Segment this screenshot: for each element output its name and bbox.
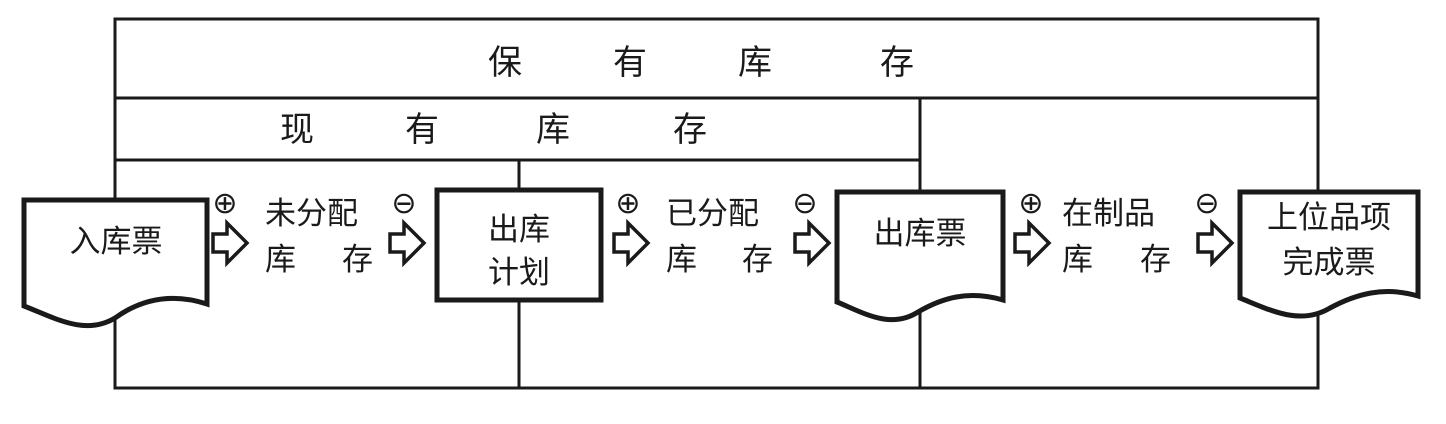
arrow-right-icon bbox=[1013, 221, 1051, 265]
arrow-right-icon bbox=[211, 221, 249, 265]
stock-unallocated-char-2: 存 bbox=[342, 242, 373, 278]
document-parent-complete-line-2: 完成票 bbox=[1283, 245, 1376, 281]
plus-icon: ⊕ bbox=[1018, 186, 1043, 221]
minus-icon: ⊖ bbox=[391, 186, 416, 221]
document-issue: 出库票 bbox=[834, 189, 1006, 323]
header-sub-char-1: 现 bbox=[280, 110, 314, 150]
document-receipt-label: 入库票 bbox=[70, 224, 163, 260]
stock-allocated-char-2: 存 bbox=[742, 242, 773, 278]
plan-box: 出库 计划 bbox=[434, 187, 604, 303]
arrow-right-icon bbox=[612, 221, 650, 265]
header-top-char-2: 有 bbox=[613, 43, 647, 83]
header-top-char-3: 库 bbox=[738, 43, 772, 83]
document-parent-complete-line-1: 上位品项 bbox=[1267, 200, 1391, 236]
stock-allocated: 已分配 库 存 bbox=[666, 196, 773, 278]
signs: ⊕ ⊖ ⊕ ⊖ ⊕ ⊖ bbox=[212, 186, 1219, 221]
header-top: 保 有 库 存 bbox=[488, 43, 914, 83]
stock-wip-line-1: 在制品 bbox=[1062, 196, 1155, 232]
stock-allocated-char-1: 库 bbox=[666, 242, 697, 278]
header-sub-char-2: 有 bbox=[405, 110, 439, 150]
plus-icon: ⊕ bbox=[615, 186, 640, 221]
stock-wip-char-1: 库 bbox=[1062, 242, 1093, 278]
header-sub: 现 有 库 存 bbox=[280, 110, 707, 150]
stock-unallocated: 未分配 库 存 bbox=[265, 196, 373, 278]
stock-unallocated-line-1: 未分配 bbox=[265, 196, 358, 232]
plus-icon: ⊕ bbox=[212, 186, 237, 221]
header-top-char-4: 存 bbox=[880, 43, 914, 83]
plan-box-line-1: 出库 bbox=[488, 212, 550, 248]
document-receipt: 入库票 bbox=[21, 197, 210, 329]
header-sub-char-4: 存 bbox=[673, 110, 707, 150]
plan-box-line-2: 计划 bbox=[488, 255, 550, 291]
arrow-right-icon bbox=[793, 221, 831, 265]
header-sub-char-3: 库 bbox=[536, 110, 570, 150]
header-top-char-1: 保 bbox=[488, 43, 522, 83]
arrow-right-icon bbox=[388, 221, 426, 265]
minus-icon: ⊖ bbox=[1194, 186, 1219, 221]
stock-unallocated-char-1: 库 bbox=[265, 242, 296, 278]
document-issue-label: 出库票 bbox=[874, 216, 967, 252]
stock-wip: 在制品 库 存 bbox=[1062, 196, 1171, 278]
minus-icon: ⊖ bbox=[792, 186, 817, 221]
stock-wip-char-2: 存 bbox=[1140, 242, 1171, 278]
arrow-right-icon bbox=[1196, 221, 1234, 265]
document-parent-complete: 上位品项 完成票 bbox=[1237, 189, 1421, 319]
stock-allocated-line-1: 已分配 bbox=[666, 196, 759, 232]
